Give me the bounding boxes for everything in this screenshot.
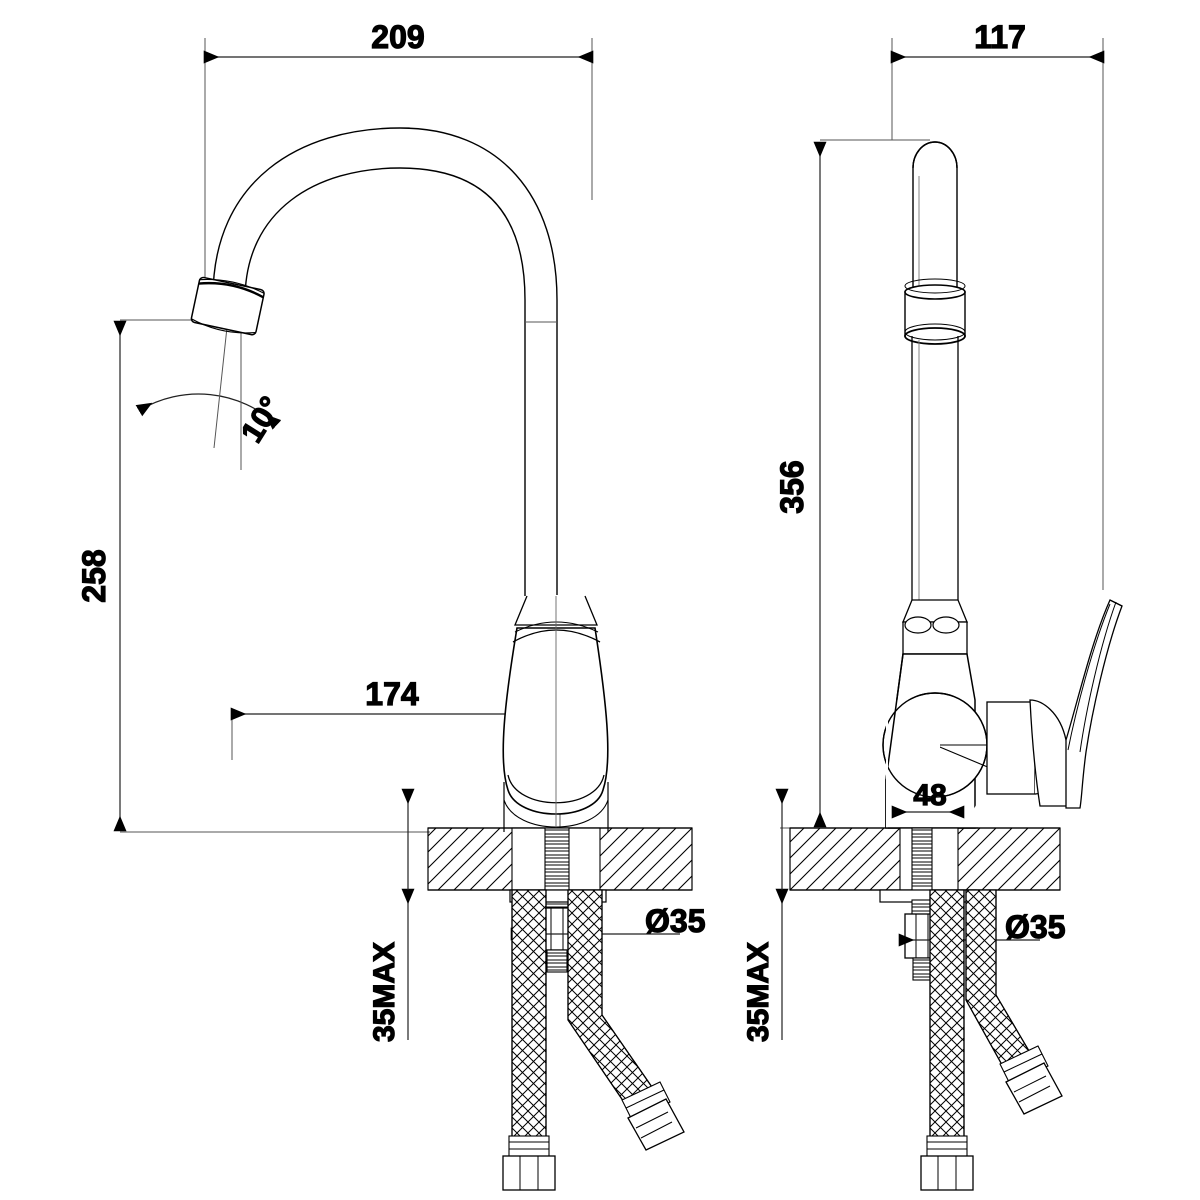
dimension-label-35max-front: 35MAX	[368, 942, 401, 1042]
front-view-group: 209 258 174 10°	[75, 18, 706, 1191]
lever-handle-side	[1029, 599, 1123, 809]
faucet-body-front	[502, 595, 609, 900]
dimension-label-356: 356	[774, 460, 810, 513]
side-view-group: 117 356	[741, 18, 1123, 1191]
gooseneck-spout	[212, 127, 558, 596]
aerator-outlet	[190, 276, 265, 336]
supply-hoses-side	[920, 889, 1063, 1191]
dimension-label-35max-side: 35MAX	[742, 942, 775, 1042]
supply-hoses-front	[502, 889, 685, 1191]
dimension-label-dia35-front: Ø35	[645, 903, 705, 939]
dimension-label-209: 209	[371, 19, 424, 55]
dimension-label-174: 174	[365, 676, 419, 712]
dimension-label-10deg: 10°	[234, 390, 289, 448]
dimension-label-dia35-side: Ø35	[1005, 909, 1065, 945]
dimension-label-48: 48	[913, 779, 946, 812]
dimension-label-258: 258	[76, 549, 112, 602]
dimension-label-117: 117	[974, 19, 1026, 55]
spout-tube-side	[904, 141, 966, 600]
